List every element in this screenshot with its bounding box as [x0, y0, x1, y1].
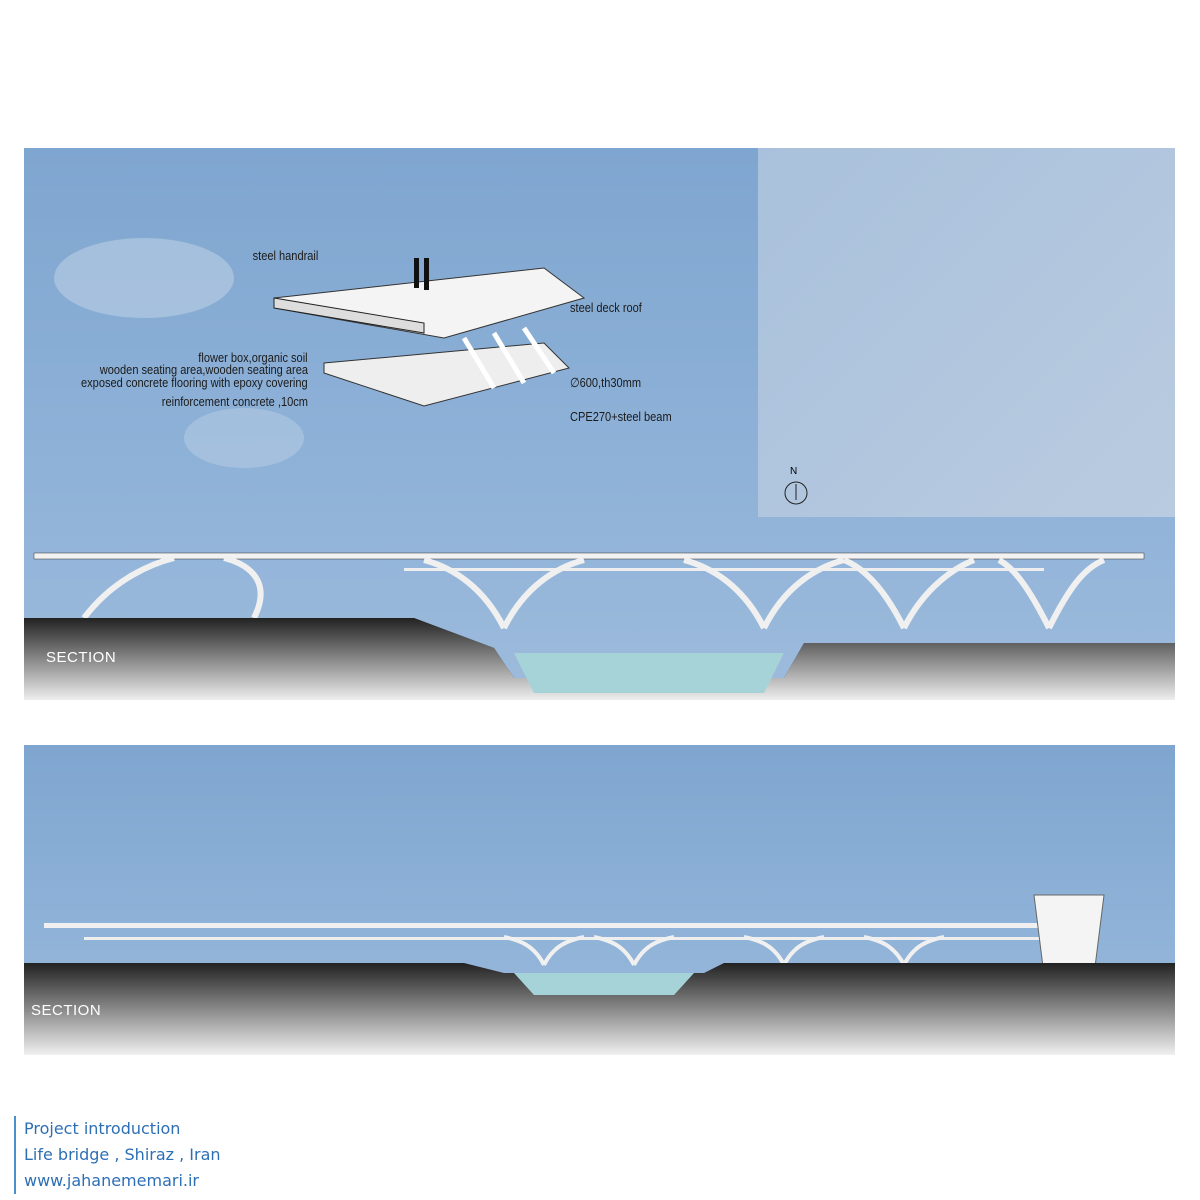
footer-title: Project introduction [24, 1119, 181, 1138]
label-exposed-concrete: exposed concrete flooring with epoxy cov… [81, 375, 308, 390]
label-wooden-seating: wooden seating area,wooden seating area [99, 362, 308, 377]
section-2-drawing [24, 894, 1175, 1055]
label-reinforcement: reinforcement concrete ,10cm [161, 394, 308, 409]
bridge-detail-axonometric [273, 258, 586, 407]
section-2-label: SECTION [31, 1002, 102, 1019]
label-steel-handrail: steel handrail [252, 248, 318, 263]
footer-project: Life bridge , Shiraz , Iran [24, 1145, 221, 1164]
section-1-label: SECTION [46, 649, 117, 666]
site-plan: N [758, 148, 1175, 517]
footer-website: www.jahanememari.ir [24, 1171, 200, 1190]
north-label: N [790, 466, 798, 477]
label-pipe: ∅600,th30mm [570, 375, 642, 390]
section-panel-2: SECTION [24, 745, 1175, 1055]
label-beam: CPE270+steel beam [570, 409, 672, 424]
footer-caption: Project introduction Life bridge , Shira… [14, 1116, 221, 1194]
label-steel-deck-roof: steel deck roof [570, 300, 642, 315]
section-panel-1: N steel handrail steel deck roof flower … [24, 148, 1175, 700]
label-flower-box: flower box,organic soil [198, 350, 308, 365]
